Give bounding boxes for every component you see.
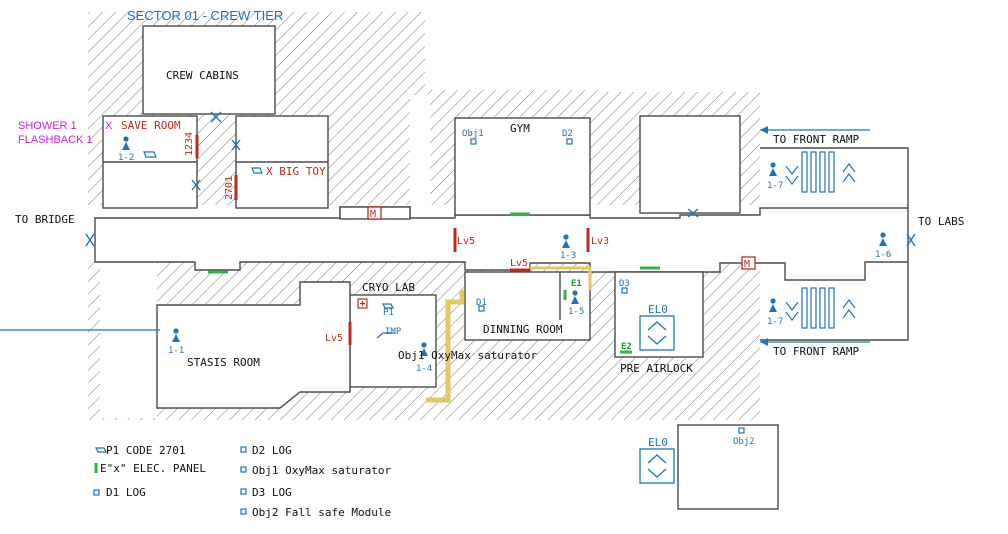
- svg-text:1-4: 1-4: [416, 364, 432, 374]
- yellow-duct: [426, 266, 592, 403]
- item-squares: [470, 138, 745, 434]
- legend-obj1-icon: [240, 466, 247, 473]
- blue-crossings: [85, 111, 916, 247]
- label-d3: D3: [619, 279, 630, 289]
- map-title: SECTOR 01 - CREW TIER: [127, 8, 283, 23]
- room-save-room: [102, 115, 198, 209]
- label-flashback: FLASHBACK 1: [18, 134, 93, 146]
- room-front: [639, 115, 741, 214]
- figure-1-3: 1-3: [560, 234, 576, 261]
- svg-text:1-1: 1-1: [168, 346, 184, 356]
- p1-marker: [143, 151, 394, 309]
- legend-item-d3: D3 LOG: [252, 486, 292, 499]
- main-corridor: [94, 206, 909, 281]
- m-marker-2: M: [741, 256, 756, 270]
- legend-item-obj2: Obj2 Fall safe Module: [252, 506, 391, 519]
- label-imp: IMP: [385, 327, 402, 337]
- legend-d3-icon: [240, 488, 247, 495]
- label-shower: SHOWER 1: [18, 120, 77, 132]
- label-p1: P1: [383, 308, 394, 318]
- label-obj1-cryo: Obj1 OxyMax saturator: [398, 349, 537, 362]
- ramp-steps-top: [785, 151, 856, 193]
- svg-text:1-3: 1-3: [560, 251, 576, 261]
- imp-marker: [376, 332, 395, 339]
- label-lv5-corridor: Lv5: [457, 236, 475, 247]
- label-e1: E1: [571, 279, 582, 289]
- label-obj1-gym: Obj1: [462, 129, 484, 139]
- figure-1-4: 1-4: [416, 342, 432, 374]
- label-lv5-dinning: Lv5: [510, 258, 528, 269]
- label-save-room-mark: X: [105, 120, 113, 132]
- legend-item-d1: D1 LOG: [106, 486, 146, 499]
- el0-airlock-panel: EL0: [639, 303, 675, 351]
- label-dinning-room: DINNING ROOM: [483, 323, 563, 336]
- svg-text:1-5: 1-5: [568, 307, 584, 317]
- legend-p1-icon: [95, 447, 107, 453]
- label-gym: GYM: [510, 122, 530, 135]
- label-pre-airlock: PRE AIRLOCK: [620, 362, 693, 375]
- svg-text:1-2: 1-2: [118, 153, 134, 163]
- room-crew-cabins: [142, 25, 276, 115]
- label-crew-cabins: CREW CABINS: [166, 69, 239, 82]
- label-obj2: Obj2: [733, 437, 755, 447]
- label-save-room: SAVE ROOM: [121, 119, 181, 132]
- legend-obj2-icon: [240, 508, 247, 515]
- room-big-toy: [235, 115, 329, 209]
- ramp-lines: [0, 126, 909, 346]
- figure-1-7b: 1-7: [767, 298, 783, 327]
- room-dinning: [464, 271, 591, 341]
- legend-item-d2: D2 LOG: [252, 444, 292, 457]
- label-to-front-ramp-top: TO FRONT RAMP: [773, 133, 859, 146]
- label-to-bridge: TO BRIDGE: [15, 213, 75, 226]
- legend: P1 CODE 2701 E"x" ELEC. PANEL D1 LOG D2 …: [93, 444, 391, 519]
- m-marker-1: M: [367, 206, 382, 220]
- ramp-steps-bottom: [785, 287, 856, 329]
- legend-item-obj1: Obj1 OxyMax saturator: [252, 464, 391, 477]
- label-lv5-cryo: Lv5: [325, 333, 343, 344]
- svg-text:M: M: [370, 209, 376, 220]
- red-plus-marker: [357, 298, 368, 309]
- svg-text:1-6: 1-6: [875, 250, 891, 260]
- figure-1-5: 1-5: [568, 290, 584, 317]
- label-to-front-ramp-bottom: TO FRONT RAMP: [773, 345, 859, 358]
- label-door-2701: 2701: [224, 176, 235, 200]
- figure-1-6: 1-6: [875, 232, 891, 260]
- label-door-1234: 1234: [184, 132, 195, 156]
- figure-1-7a: 1-7: [767, 162, 783, 191]
- svg-text:EL0: EL0: [648, 436, 668, 449]
- svg-text:EL0: EL0: [648, 303, 668, 316]
- label-d2-gym: D2: [562, 129, 573, 139]
- legend-d2-icon: [240, 446, 247, 453]
- module-box: [677, 424, 779, 510]
- label-to-labs: TO LABS: [918, 215, 964, 228]
- room-stasis: [156, 281, 351, 409]
- doors: [195, 135, 660, 354]
- el0-module-panel: EL0: [639, 436, 675, 484]
- label-lv3: Lv3: [591, 236, 609, 247]
- label-cryo-lab: CRYO LAB: [362, 281, 415, 294]
- svg-text:1-7: 1-7: [767, 181, 783, 191]
- legend-d1-icon: [93, 489, 100, 496]
- legend-item-p1: P1 CODE 2701: [106, 444, 185, 457]
- room-cryo-lab: [349, 294, 437, 388]
- legend-item-e: E"x" ELEC. PANEL: [100, 462, 206, 475]
- label-d1: D1: [476, 298, 487, 308]
- svg-text:1-7: 1-7: [767, 317, 783, 327]
- label-big-toy: X BIG TOY: [266, 165, 326, 178]
- figure-1-1: 1-1: [168, 328, 184, 356]
- svg-text:M: M: [744, 259, 750, 270]
- figure-1-2: 1-2: [118, 136, 134, 163]
- label-e2: E2: [621, 342, 632, 352]
- label-stasis-room: STASIS ROOM: [187, 356, 260, 369]
